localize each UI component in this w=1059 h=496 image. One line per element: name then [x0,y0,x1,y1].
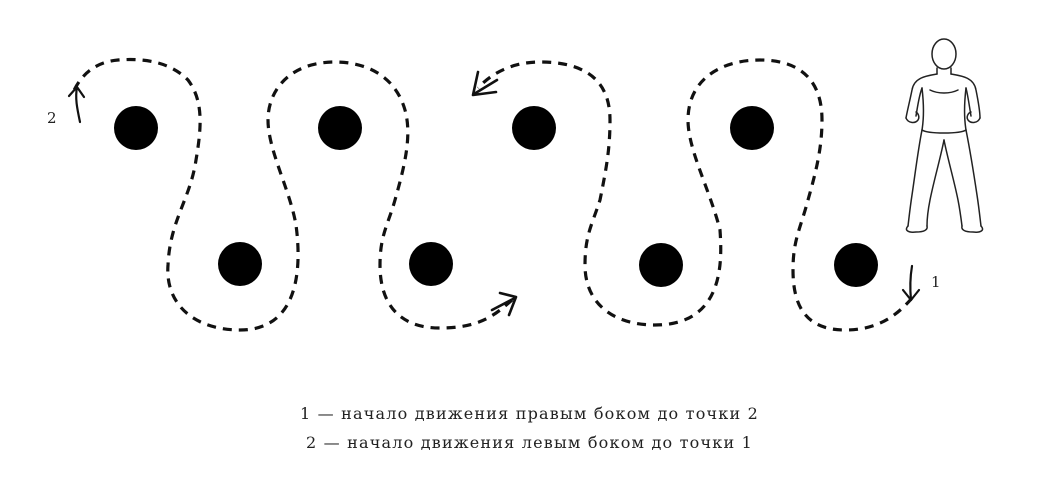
marker-dot [318,106,362,150]
markers [114,106,878,287]
marker-dot [834,243,878,287]
marker-dot [512,106,556,150]
start-arrow-1 [901,264,921,302]
dashed-movement-path [70,57,914,332]
marker-dot [639,243,683,287]
legend-line-2: 2 — начало движения левым боком до точки… [305,433,754,452]
marker-dot [114,106,158,150]
direction-arrow-right [490,291,518,317]
marker-dot [409,242,453,286]
marker-dot [730,106,774,150]
start-label-1: 1 [931,273,941,291]
legend-line-1: 1 — начало движения правым боком до точк… [299,404,760,423]
start-arrow-2 [67,85,86,124]
start-label-2: 2 [47,109,57,127]
standing-person-icon [905,38,984,233]
direction-arrow-left [471,70,499,97]
marker-dot [218,242,262,286]
